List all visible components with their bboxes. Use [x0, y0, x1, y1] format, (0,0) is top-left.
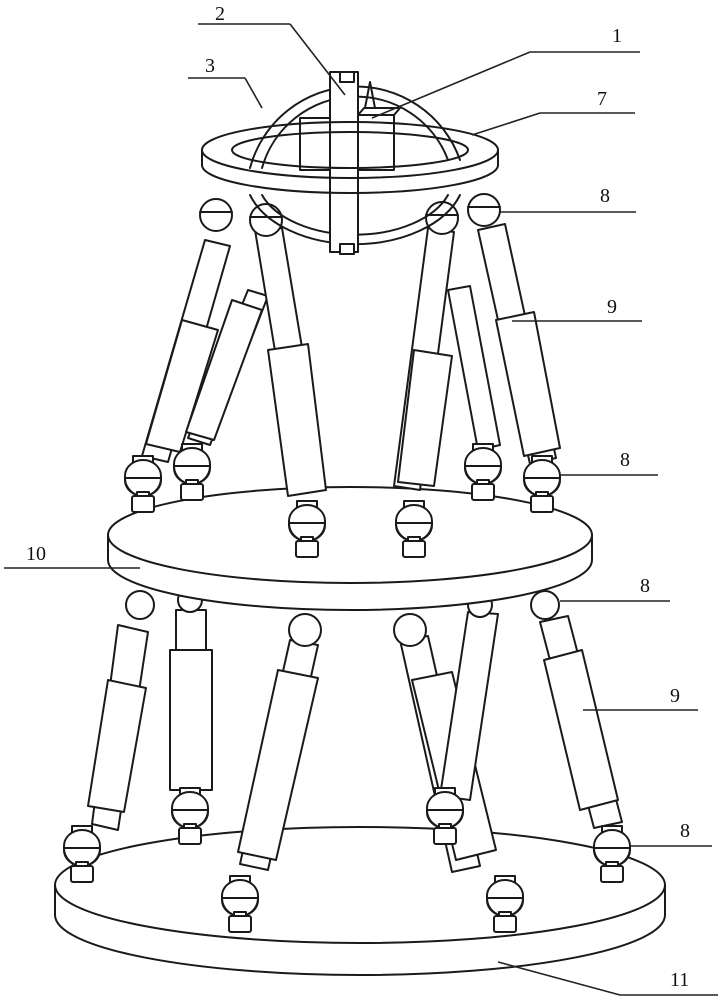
base-platform	[54, 826, 666, 976]
label-3: 3	[205, 55, 215, 77]
label-1: 1	[612, 25, 622, 47]
label-10: 10	[26, 543, 46, 565]
label-8d: 8	[680, 820, 690, 842]
label-8b: 8	[620, 449, 630, 471]
label-8a: 8	[600, 185, 610, 207]
label-7: 7	[597, 88, 607, 110]
label-2: 2	[215, 3, 225, 25]
label-9a: 9	[607, 296, 617, 318]
label-9b: 9	[670, 685, 680, 707]
middle-platform	[107, 486, 593, 611]
label-11: 11	[670, 969, 689, 991]
gimbal-assembly	[249, 71, 461, 255]
top-ring-platform	[201, 121, 499, 194]
bottom-stage-legs	[87, 609, 623, 873]
label-8c: 8	[640, 575, 650, 597]
callouts: 2 1 3 7 8 9 8 10 8 9 8 11	[4, 3, 718, 996]
top-stage-legs	[141, 223, 561, 497]
